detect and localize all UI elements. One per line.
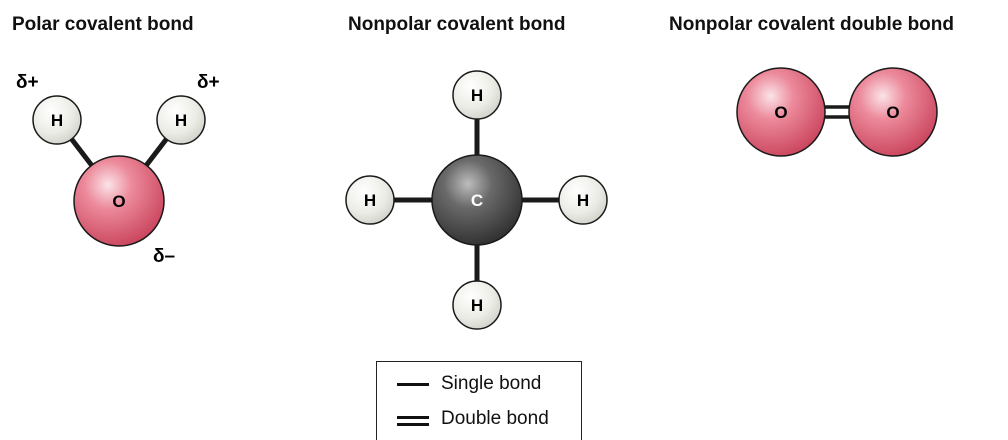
oxygen-molecule: O O bbox=[736, 67, 938, 157]
atom-label-c: C bbox=[471, 191, 483, 210]
legend-label-single: Single bond bbox=[441, 373, 542, 394]
hydrogen-atom bbox=[32, 95, 82, 145]
atom-label-h: H bbox=[577, 191, 589, 210]
partial-charge-negative: δ– bbox=[153, 246, 175, 267]
atom-label-o: O bbox=[112, 192, 125, 211]
oxygen-atom bbox=[73, 155, 165, 247]
single-bond-swatch bbox=[397, 383, 429, 386]
title-nonpolar: Nonpolar covalent bond bbox=[348, 14, 566, 35]
bond-legend: Single bond Double bond bbox=[376, 361, 582, 440]
atom-label-o: O bbox=[774, 103, 787, 122]
partial-charge-positive: δ+ bbox=[197, 72, 220, 93]
atom-label-h: H bbox=[471, 86, 483, 105]
oxygen-atom bbox=[736, 67, 826, 157]
carbon-atom bbox=[431, 154, 523, 246]
atom-label-o: O bbox=[886, 103, 899, 122]
atom-label-h: H bbox=[175, 111, 187, 130]
hydrogen-atom bbox=[452, 70, 502, 120]
hydrogen-atom bbox=[345, 175, 395, 225]
title-polar: Polar covalent bond bbox=[12, 14, 194, 35]
atom-label-h: H bbox=[51, 111, 63, 130]
double-bond-swatch bbox=[397, 423, 429, 426]
atom-label-h: H bbox=[471, 296, 483, 315]
legend-label-double: Double bond bbox=[441, 408, 549, 429]
hydrogen-atom bbox=[558, 175, 608, 225]
hydrogen-atom bbox=[452, 280, 502, 330]
water-molecule: O H H δ+ δ+ δ– bbox=[16, 72, 220, 267]
double-bond-swatch bbox=[397, 416, 429, 419]
title-double: Nonpolar covalent double bond bbox=[669, 14, 954, 35]
hydrogen-atom bbox=[156, 95, 206, 145]
methane-molecule: C H H H H bbox=[345, 70, 608, 330]
legend-row-double: Double bond bbox=[377, 407, 581, 431]
oxygen-atom bbox=[848, 67, 938, 157]
legend-row-single: Single bond bbox=[377, 372, 581, 396]
atom-label-h: H bbox=[364, 191, 376, 210]
partial-charge-positive: δ+ bbox=[16, 72, 39, 93]
